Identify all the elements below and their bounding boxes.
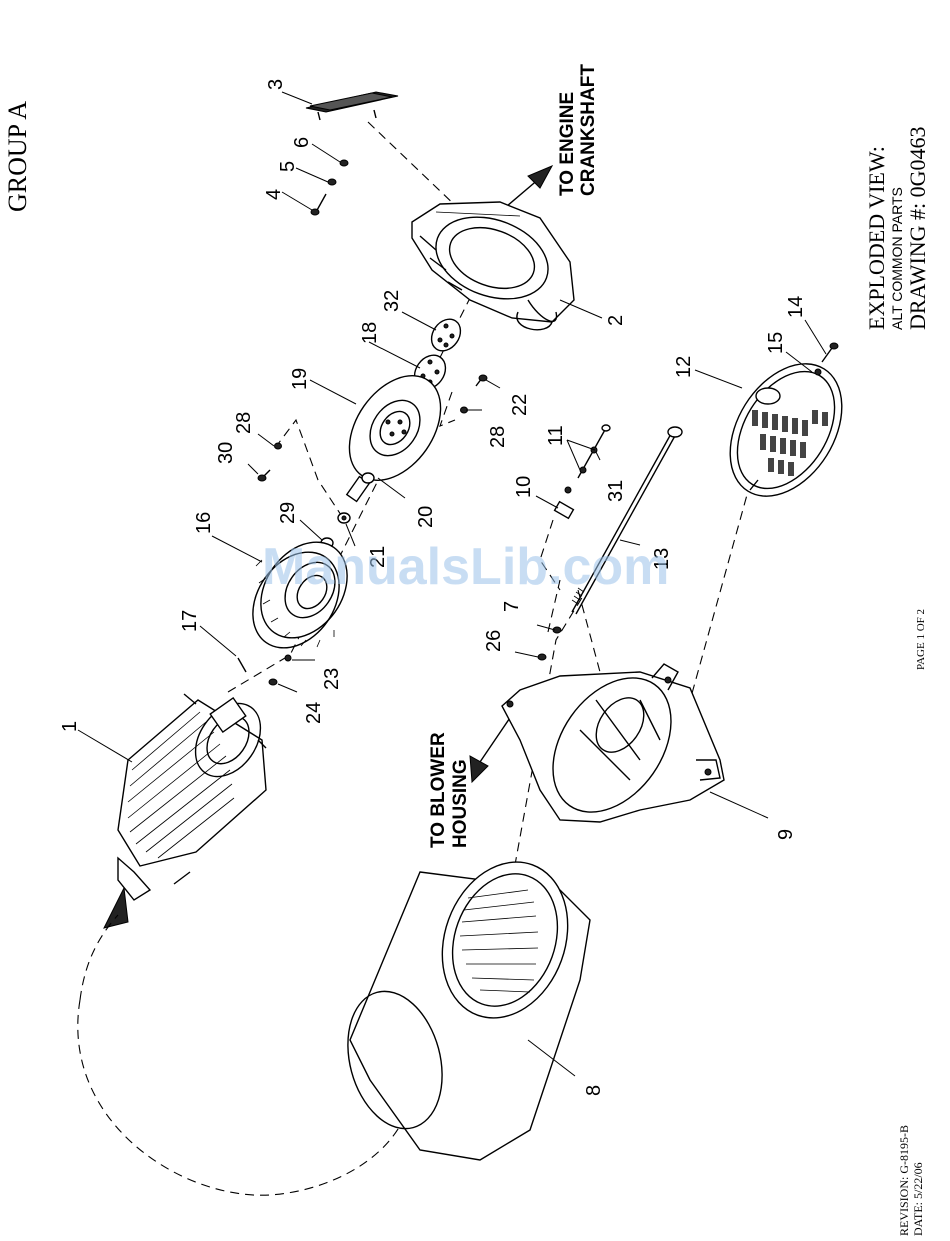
- part-30-bolt: [258, 470, 270, 481]
- callout-17: 17: [179, 610, 201, 632]
- callout-32: 32: [381, 290, 403, 312]
- arrow-up-icon: [104, 888, 128, 928]
- callout-18: 18: [359, 322, 381, 344]
- engine-text-1: TO ENGINE: [557, 92, 578, 196]
- callout-1: 1: [59, 721, 81, 732]
- callout-22: 22: [509, 394, 531, 416]
- part-10-clamp: [555, 502, 574, 519]
- part-12-end-cover: [707, 344, 865, 517]
- callout-29: 29: [277, 502, 299, 524]
- date-label: DATE: 5/22/06: [911, 1162, 925, 1236]
- parts-4-6-hardware: [311, 160, 348, 215]
- part-22-bolt: [476, 375, 487, 386]
- callout-28-lower: 28: [487, 426, 509, 448]
- engine-text-2: CRANKSHAFT: [578, 64, 599, 196]
- callout-3: 3: [265, 79, 287, 90]
- part-21-washer: [338, 513, 350, 523]
- title-line-2: ALT COMMON PARTS: [889, 187, 905, 330]
- part-14-bolt: [822, 343, 838, 362]
- blower-text-2: HOUSING: [450, 759, 471, 848]
- part-15-washer: [815, 369, 821, 375]
- callout-20: 20: [415, 506, 437, 528]
- callout-2: 2: [605, 315, 627, 326]
- part-20-bolt: [347, 473, 374, 501]
- callout-23: 23: [321, 668, 343, 690]
- part-23-washer: [285, 655, 291, 661]
- callout-7: 7: [501, 601, 523, 612]
- callout-6: 6: [291, 137, 313, 148]
- callout-19: 19: [289, 368, 311, 390]
- part-1-rotor: [118, 691, 274, 900]
- callout-12: 12: [673, 356, 695, 378]
- callout-8: 8: [583, 1085, 605, 1096]
- title-block: EXPLODED VIEW: ALT COMMON PARTS DRAWING …: [864, 126, 930, 330]
- part-3-grille: [306, 92, 398, 120]
- title-line-1: EXPLODED VIEW:: [864, 146, 889, 330]
- watermark: ManualsLib.com: [262, 538, 669, 596]
- page-number: PAGE 1 OF 2: [915, 609, 927, 670]
- callout-11: 11: [545, 425, 567, 446]
- callout-5: 5: [277, 161, 299, 172]
- callout-14: 14: [785, 296, 807, 318]
- part-32-spacer: [426, 314, 467, 357]
- engine-annotation: TO ENGINE CRANKSHAFT: [557, 64, 599, 196]
- part-2-adapter-housing: [412, 202, 574, 330]
- part-26-nut: [538, 654, 546, 660]
- part-17-key: [238, 658, 246, 672]
- blower-text-1: TO BLOWER: [428, 732, 449, 848]
- group-label: GROUP A: [3, 101, 32, 212]
- callout-9: 9: [775, 829, 797, 840]
- part-11-hardware: [565, 425, 610, 493]
- title-line-3: DRAWING #: 0G0463: [905, 126, 930, 330]
- callout-10: 10: [513, 476, 535, 498]
- part-9-end-bracket: [502, 656, 724, 835]
- callout-24: 24: [303, 702, 325, 724]
- revision-label: REVISION: G-8195-B: [897, 1125, 911, 1236]
- part-8-stator-housing: [333, 844, 590, 1160]
- blower-annotation: TO BLOWER HOUSING: [428, 732, 471, 848]
- callout-4: 4: [263, 189, 285, 200]
- callout-15: 15: [765, 332, 787, 354]
- callout-31: 31: [605, 480, 627, 502]
- part-24-bolt: [269, 679, 277, 685]
- callout-26: 26: [483, 630, 505, 652]
- callout-28-upper: 28: [233, 412, 255, 434]
- callout-16: 16: [193, 512, 215, 534]
- callout-30: 30: [215, 442, 237, 464]
